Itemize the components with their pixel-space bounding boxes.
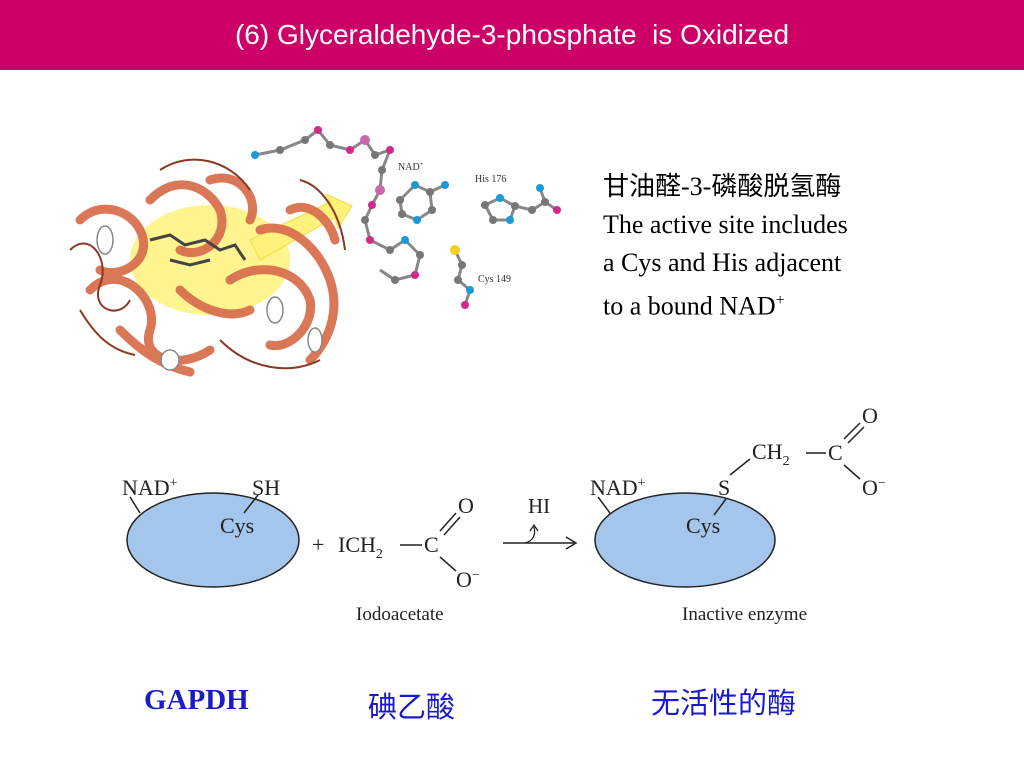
right-cys-label: Cys <box>686 513 720 538</box>
description-line-1: The active site includes <box>603 210 848 239</box>
active-site-description: 甘油醛-3-磷酸脱氢酶 The active site includes a C… <box>603 168 848 326</box>
left-cys-label: Cys <box>220 513 254 538</box>
iodoacetate-oxygen-double: O <box>458 493 474 518</box>
slide-title: (6) Glyceraldehyde-3-phosphate is Oxidiz… <box>234 19 790 50</box>
title-bar: (6) Glyceraldehyde-3-phosphate is Oxidiz… <box>0 0 1024 70</box>
right-carbon-label: C <box>828 440 843 465</box>
left-nad-label: NAD+ <box>122 475 178 500</box>
hi-byproduct-label: HI <box>528 494 550 518</box>
right-ch2-label: CH2 <box>752 439 790 469</box>
gapdh-enzyme-shape <box>126 492 300 588</box>
iodoacetate-chinese-label: 碘乙酸 <box>368 692 456 724</box>
left-sh-label: SH <box>252 475 280 500</box>
iodoacetate-oxygen-neg: O− <box>456 567 480 592</box>
reaction-diagram: NAD+ SH Cys + ICH2 C O O− Iodoacetate HI… <box>122 403 886 625</box>
description-line-3: to a bound NAD+ <box>603 291 785 321</box>
plus-sign: + <box>312 532 324 557</box>
inactive-enzyme-label: Inactive enzyme <box>682 604 807 625</box>
enzyme-chinese-name: 甘油醛-3-磷酸脱氢酶 <box>603 172 842 201</box>
inactive-enzyme-shape <box>594 492 776 588</box>
cys-structure-label: Cys 149 <box>478 274 511 285</box>
iodoacetate-formula: ICH2 <box>338 532 383 562</box>
description-line-2: a Cys and His adjacent <box>603 248 842 277</box>
protein-structure-illustration: NAD+ His 176 Cys 149 <box>69 126 561 377</box>
nad-structure-label: NAD+ <box>398 160 424 173</box>
right-nad-label: NAD+ <box>590 475 646 500</box>
gapdh-label: GAPDH <box>144 684 249 716</box>
right-oxygen-double: O <box>862 403 878 428</box>
right-s-label: S <box>718 475 730 500</box>
iodoacetate-carbon: C <box>424 532 439 557</box>
right-oxygen-neg: O− <box>862 475 886 500</box>
iodoacetate-label: Iodoacetate <box>356 604 444 625</box>
inactive-enzyme-chinese-label: 无活性的酶 <box>651 688 797 720</box>
his-structure-label: His 176 <box>475 174 506 185</box>
